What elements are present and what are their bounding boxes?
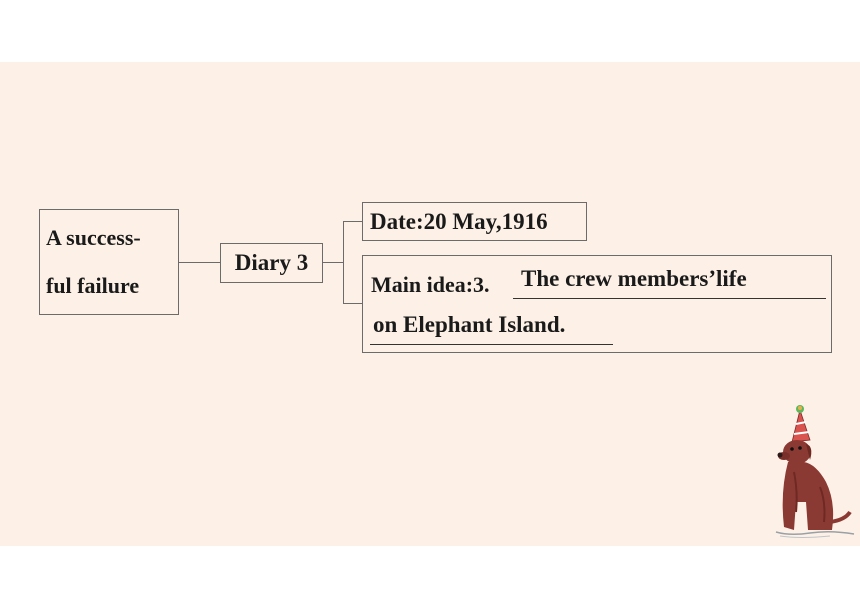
connector-to-main-idea — [343, 303, 362, 304]
main-idea-node: Main idea:3. The crew members’life on El… — [362, 255, 832, 353]
connector-vertical — [343, 221, 344, 303]
answer-underline-1 — [513, 298, 826, 299]
root-node-line2: ful failure — [46, 273, 140, 298]
answer-underline-2 — [370, 344, 613, 345]
diary-node: Diary 3 — [220, 243, 323, 283]
dog-with-party-hat-icon — [775, 405, 855, 538]
slide: A success- ful failure Diary 3 Date:20 M… — [0, 62, 860, 546]
connector-diary-stem — [323, 262, 343, 263]
date-node: Date:20 May,1916 — [362, 202, 587, 241]
main-idea-answer-line1: The crew members’life — [521, 266, 747, 291]
main-idea-label: Main idea:3. — [371, 272, 490, 297]
root-node: A success- ful failure — [39, 209, 179, 315]
connector-to-date — [343, 221, 362, 222]
root-node-line1: A success- — [46, 225, 141, 250]
connector-root-diary — [179, 262, 220, 263]
main-idea-answer-line2: on Elephant Island. — [373, 312, 566, 337]
